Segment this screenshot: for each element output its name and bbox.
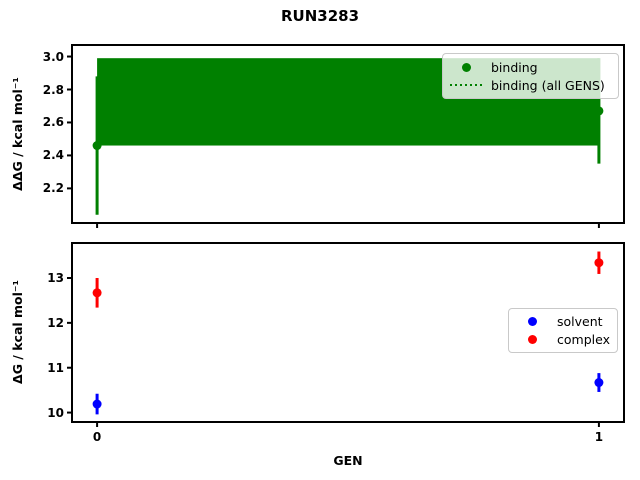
tick-label: 11 xyxy=(47,360,64,375)
x-axis-label: GEN xyxy=(333,453,363,468)
axes-frame xyxy=(71,242,625,423)
legend-row-solvent: solvent xyxy=(515,313,611,331)
legend-marker-cell xyxy=(449,62,483,72)
bottom-y-axis-label: ΔG / kcal mol⁻¹ xyxy=(10,280,25,384)
legend-solvent-complex: solvent complex xyxy=(508,308,618,353)
legend-label-binding-all-gens: binding (all GENS) xyxy=(491,77,605,93)
complex-point xyxy=(92,288,102,298)
legend-row-complex: complex xyxy=(515,331,611,349)
tick-label: 12 xyxy=(47,315,64,330)
figure-title: RUN3283 xyxy=(280,7,360,25)
tick-label: 2.4 xyxy=(42,148,64,163)
legend-marker-cell xyxy=(449,84,483,86)
binding-all-gens-dotted-line-icon xyxy=(450,84,482,86)
legend-label-solvent: solvent xyxy=(557,314,603,330)
tick-label: 3.0 xyxy=(42,49,64,64)
tick-label: 13 xyxy=(47,270,64,285)
complex-point xyxy=(594,258,604,268)
legend-label-binding: binding xyxy=(491,59,538,75)
binding-point xyxy=(92,141,102,151)
solvent-dot-icon xyxy=(527,317,537,327)
tick-label: 10 xyxy=(47,405,64,420)
axes-frame xyxy=(71,44,625,224)
tick-label: 0 xyxy=(92,430,102,444)
tick-label: 1 xyxy=(594,430,604,444)
legend-marker-cell xyxy=(515,334,549,344)
tick-label: 2.8 xyxy=(42,82,64,97)
legend-row-binding-all-gens: binding (all GENS) xyxy=(449,76,612,94)
binding-dot-icon xyxy=(461,62,471,72)
solvent-point xyxy=(92,399,102,409)
legend-marker-cell xyxy=(515,317,549,327)
legend-row-binding: binding xyxy=(449,58,612,76)
binding-point xyxy=(594,106,604,116)
legend-binding: binding binding (all GENS) xyxy=(442,53,619,99)
legend-label-complex: complex xyxy=(557,331,610,347)
tick-label: 2.2 xyxy=(42,181,64,196)
complex-dot-icon xyxy=(527,334,537,344)
solvent-point xyxy=(594,378,604,388)
tick-label: 2.6 xyxy=(42,115,64,130)
